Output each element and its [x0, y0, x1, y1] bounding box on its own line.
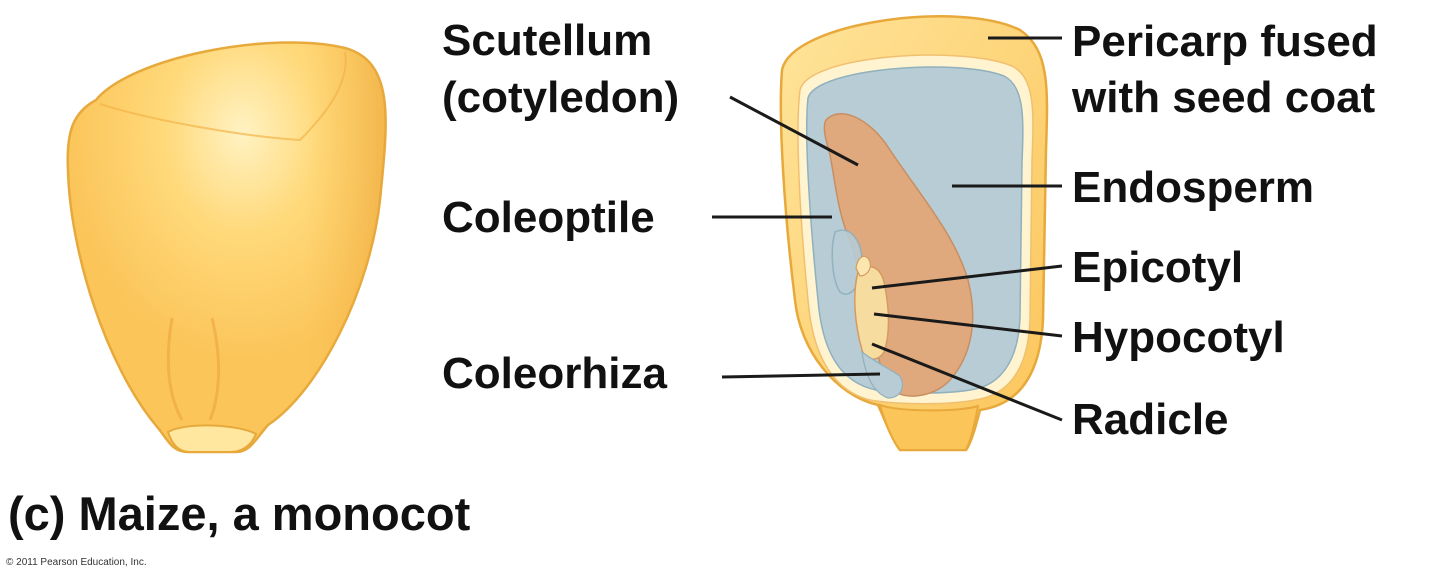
copyright-notice: © 2011 Pearson Education, Inc. — [6, 557, 147, 568]
label-coleorhiza: Coleorhiza — [442, 349, 667, 398]
kernel-top-face — [99, 51, 347, 142]
kernel-cross-section — [779, 15, 1049, 452]
radicle-leader — [871, 342, 1063, 422]
epicotyl-tip — [855, 255, 871, 277]
kernel-tip-cap — [166, 424, 258, 453]
coleorhiza-leader — [721, 372, 881, 379]
label-scutellum-line1: Scutellum — [442, 16, 652, 65]
pericarp-tip — [878, 403, 980, 451]
leader-lines — [712, 36, 1063, 422]
whole-kernel-illustration — [66, 41, 387, 454]
label-pericarp-line1: Pericarp fused — [1072, 17, 1378, 66]
label-pericarp-line2: with seed coat — [1071, 73, 1376, 122]
label-coleoptile: Coleoptile — [442, 193, 655, 242]
structure-labels: Scutellum (cotyledon) Coleoptile Coleorh… — [442, 16, 1378, 444]
hypocotyl-leader — [873, 312, 1063, 338]
embryonic-axis — [854, 265, 890, 360]
scutellum-region — [823, 113, 974, 397]
coleorhiza-region — [861, 350, 903, 399]
scutellum-leader — [729, 95, 859, 167]
label-endosperm: Endosperm — [1072, 163, 1314, 212]
label-radicle: Radicle — [1072, 395, 1229, 444]
figure-caption: (c) Maize, a monocot — [8, 487, 471, 540]
epicotyl-leader — [871, 264, 1063, 290]
label-hypocotyl: Hypocotyl — [1072, 313, 1285, 362]
label-scutellum-line2: (cotyledon) — [442, 73, 679, 122]
kernel-side-shade — [67, 42, 386, 453]
label-epicotyl: Epicotyl — [1072, 243, 1243, 292]
kernel-embryo-groove — [166, 317, 221, 421]
